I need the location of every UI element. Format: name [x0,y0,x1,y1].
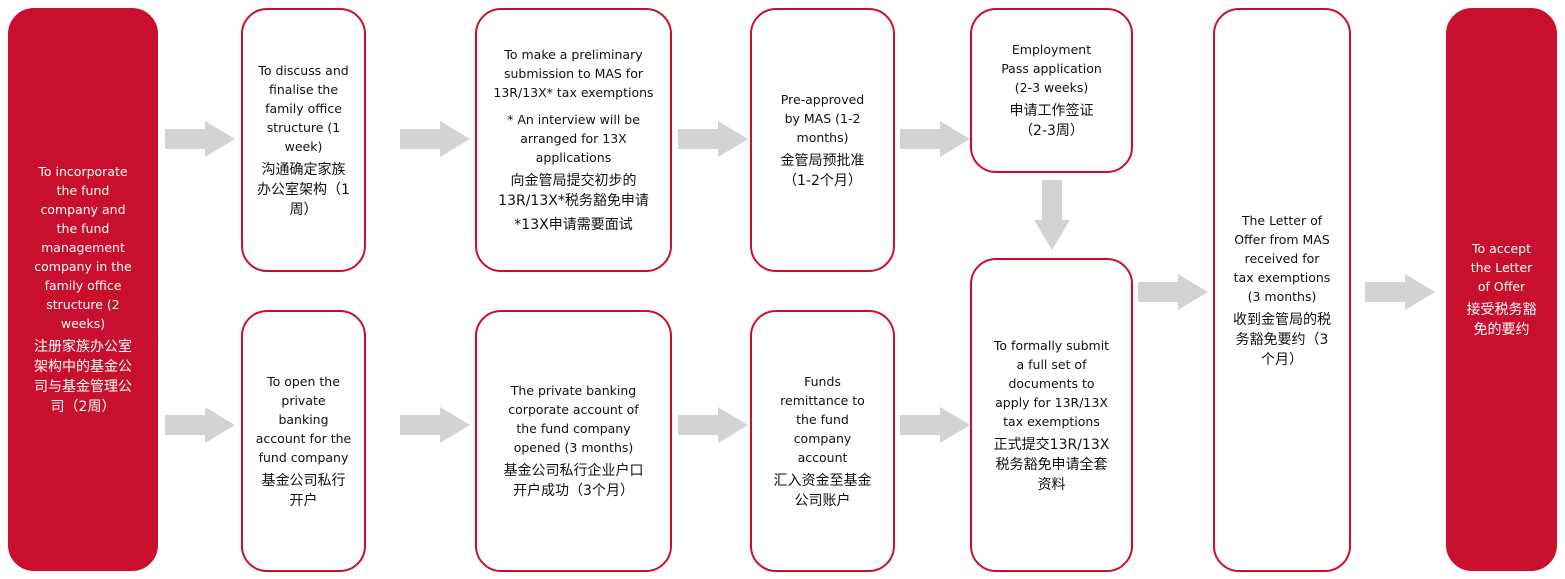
step-incorporate-cn: 注册家族办公室架构中的基金公司与基金管理公司（2周） [34,339,132,415]
step-preapproved-box: Pre-approved by MAS (1-2 months) 金管局预批准（… [750,8,895,272]
arrow-down-icon [1034,180,1070,250]
step-incorporate-box: To incorporate the fund company and the … [8,8,158,571]
step-open-account-box: To open the private banking account for … [241,310,366,572]
step-open-account-en: To open the private banking account for … [255,373,352,465]
step-employment-box: Employment Pass application (2-3 weeks) … [970,8,1133,173]
arrow-right-icon [165,121,235,157]
step-accept-cn: 接受税务豁免的要约 [1466,302,1537,338]
step-incorporate-en: To incorporate the fund company and the … [34,164,132,331]
step-preapproved-cn: 金管局预批准（1-2个月） [780,152,865,189]
arrow-right-icon [165,407,235,443]
step-preliminary-note: * An interview will be arranged for 13X … [507,112,640,165]
step-employment-cn: 申请工作签证（2-3周） [1009,103,1094,139]
step-letter-received-en: The Letter of Offer from MAS received fo… [1233,212,1331,304]
step-accept-box: To accept the Letter of Offer 接受税务豁免的要约 [1446,8,1557,571]
step-preapproved-en: Pre-approved by MAS (1-2 months) [780,91,865,145]
step-discuss-en: To discuss and finalise the family offic… [258,62,349,154]
step-remittance-en: Funds remittance to the fund company acc… [780,373,865,465]
step-employment-en: Employment Pass application (2-3 weeks) [1001,42,1102,95]
step-preliminary-cn-note: *13X申请需要面试 [514,217,633,233]
step-account-opened-cn: 基金公司私行企业户口开户成功（3个月） [503,463,644,499]
arrow-right-icon [1138,274,1208,310]
arrow-right-icon [400,121,470,157]
step-account-opened-en: The private banking corporate account of… [508,383,639,455]
step-discuss-cn: 沟通确定家族办公室架构（1周） [257,161,350,218]
arrow-right-icon [1365,274,1435,310]
arrow-right-icon [900,121,970,157]
arrow-right-icon [678,407,748,443]
step-formal-submit-en: To formally submit a full set of documen… [993,337,1110,429]
step-account-opened-box: The private banking corporate account of… [475,310,672,572]
step-letter-received-cn: 收到金管局的税务豁免要约（3个月） [1233,311,1331,368]
step-remittance-cn: 汇入资金至基金公司账户 [773,472,872,509]
step-open-account-cn: 基金公司私行开户 [261,472,346,509]
arrow-right-icon [400,407,470,443]
step-letter-received-box: The Letter of Offer from MAS received fo… [1213,8,1351,572]
step-formal-submit-cn: 正式提交13R/13X税务豁免申请全套资料 [993,436,1110,493]
step-accept-en: To accept the Letter of Offer [1470,241,1533,294]
step-discuss-box: To discuss and finalise the family offic… [241,8,366,272]
step-preliminary-cn: 向金管局提交初步的13R/13X*税务豁免申请 [498,173,649,209]
step-formal-submit-box: To formally submit a full set of documen… [970,258,1133,572]
arrow-right-icon [678,121,748,157]
step-preliminary-box: To make a preliminary submission to MAS … [475,8,672,272]
arrow-right-icon [900,407,970,443]
step-remittance-box: Funds remittance to the fund company acc… [750,310,895,572]
step-preliminary-en: To make a preliminary submission to MAS … [493,47,654,100]
